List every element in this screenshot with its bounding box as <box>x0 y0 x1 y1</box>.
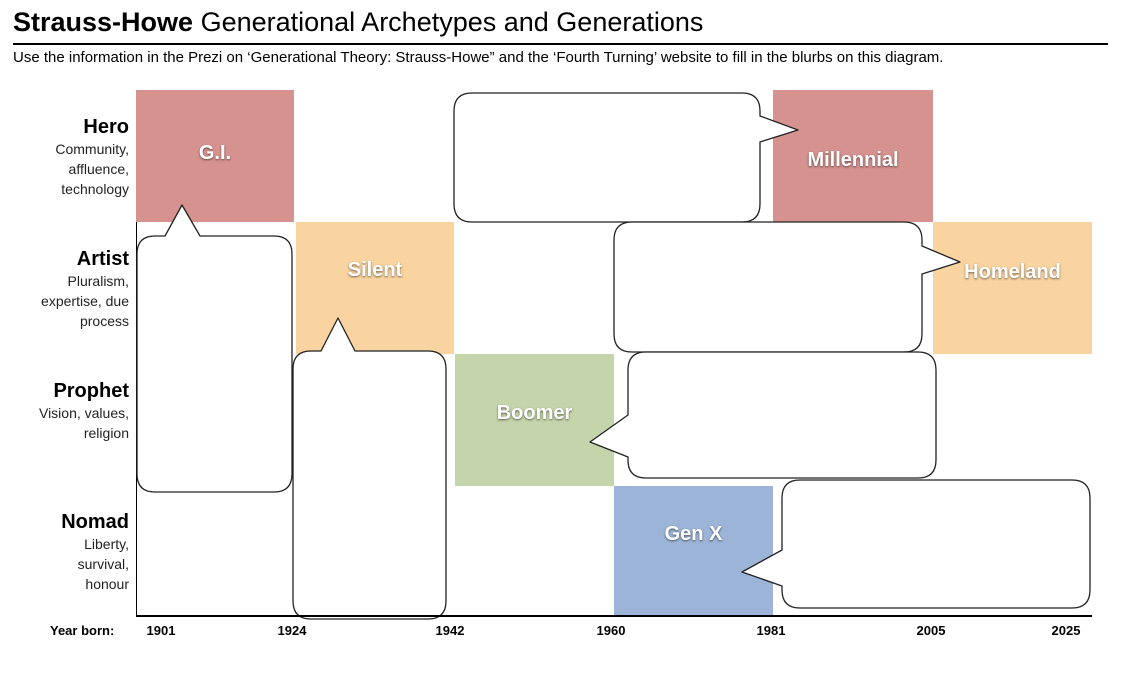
year-tick-2005: 2005 <box>916 623 946 638</box>
archetype-desc: process <box>79 313 129 329</box>
title-rest: Generational Archetypes and Generations <box>193 7 704 37</box>
archetype-desc: expertise, due <box>41 293 129 309</box>
archetype-desc: affluence, <box>68 161 129 177</box>
year-tick-1960: 1960 <box>596 623 626 638</box>
archetype-desc: honour <box>85 576 129 592</box>
year-tick-1901: 1901 <box>146 623 176 638</box>
generation-silent: Silent <box>296 222 454 354</box>
blurb-gi[interactable] <box>136 204 293 493</box>
archetype-desc: technology <box>61 181 129 197</box>
generation-boomer: Boomer <box>455 354 614 486</box>
archetype-hero: Hero Community, affluence, technology <box>55 115 129 199</box>
archetype-desc: Liberty, <box>84 536 129 552</box>
archetype-name: Hero <box>83 116 129 138</box>
blurb-silent[interactable] <box>292 317 447 620</box>
blurb-millennial[interactable] <box>453 92 799 223</box>
archetype-nomad: Nomad Liberty, survival, honour <box>61 510 129 594</box>
generation-label: Silent <box>347 259 403 281</box>
archetype-desc: survival, <box>77 556 129 572</box>
blurb-boomer[interactable] <box>589 351 937 479</box>
archetype-artist: Artist Pluralism, expertise, due process <box>41 247 129 331</box>
blurb-homeland[interactable] <box>613 221 961 353</box>
generation-label: G.I. <box>198 142 232 164</box>
generation-gi: G.I. <box>136 90 294 222</box>
generation-label: Boomer <box>496 402 573 424</box>
generation-genx: Gen X <box>614 486 773 616</box>
generation-millennial: Millennial <box>773 90 933 222</box>
year-tick-1981: 1981 <box>756 623 786 638</box>
archetype-desc: Vision, values, <box>38 405 129 421</box>
x-axis-label: Year born: <box>50 623 115 638</box>
generation-label: Gen X <box>664 523 723 545</box>
archetype-name: Artist <box>76 248 129 270</box>
blurb-genx[interactable] <box>741 479 1091 609</box>
title-rule <box>13 43 1108 45</box>
title-bold: Strauss-Howe <box>13 7 194 37</box>
archetype-name: Prophet <box>53 380 129 402</box>
year-tick-2025: 2025 <box>1051 623 1081 638</box>
archetype-desc: Community, <box>55 141 129 157</box>
archetype-desc: religion <box>83 425 129 441</box>
generation-label: Millennial <box>807 149 899 171</box>
page-title: Strauss-Howe Generational Archetypes and… <box>13 5 703 39</box>
generation-label: Homeland <box>964 261 1061 283</box>
instructions: Use the information in the Prezi on ‘Gen… <box>13 49 944 66</box>
generation-homeland: Homeland <box>933 222 1092 354</box>
year-tick-1942: 1942 <box>435 623 465 638</box>
year-tick-1924: 1924 <box>277 623 307 638</box>
archetype-name: Nomad <box>61 511 129 533</box>
x-axis-line <box>136 615 1092 617</box>
archetype-prophet: Prophet Vision, values, religion <box>39 379 129 443</box>
archetype-desc: Pluralism, <box>67 273 129 289</box>
